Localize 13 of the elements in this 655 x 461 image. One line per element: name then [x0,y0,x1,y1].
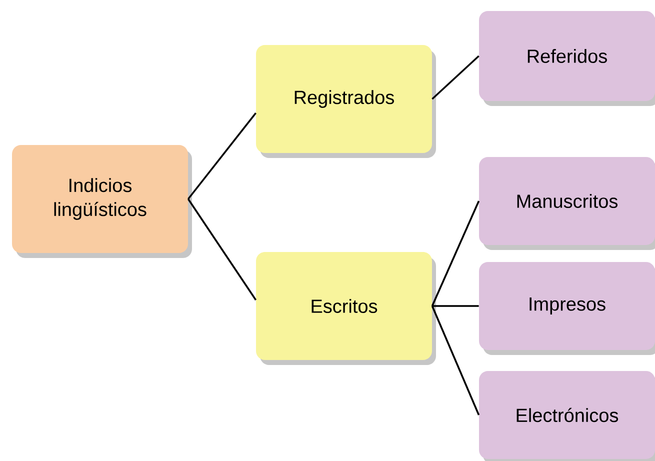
leaf-box: Referidos [479,11,655,106]
connector-line [432,55,480,100]
connector-line [432,305,479,307]
root-box: Indicios lingüísticos [12,145,192,258]
leaf-box: Impresos [479,262,655,355]
category-box: Escritos [256,252,436,365]
leaf-box: Electrónicos [479,371,655,461]
connector-line [188,112,257,200]
connector-line [431,306,480,416]
leaf-box: Manuscritos [479,157,655,250]
connector-line [187,198,257,300]
category-box: Registrados [256,45,436,158]
connector-line [431,200,480,306]
